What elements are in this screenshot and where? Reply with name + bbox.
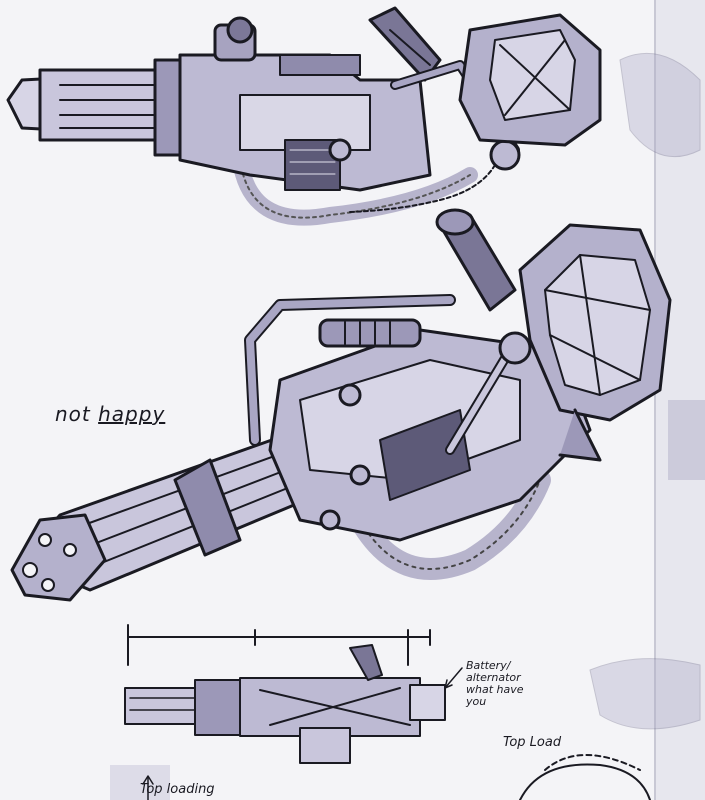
- minigun-scale-sketch: [124, 624, 651, 800]
- handwritten-note-top-loading: Top loading: [140, 782, 215, 797]
- handwritten-note-top-load: Top Load: [503, 735, 562, 750]
- note-happy: happy: [98, 402, 166, 426]
- bleed-through-sketches: [110, 52, 705, 800]
- minigun-side-view-sketch: [6, 6, 602, 226]
- handwritten-note-not-happy: not happy: [55, 402, 165, 426]
- note-not: not: [55, 402, 99, 426]
- page-edge-strip: [655, 0, 705, 800]
- minigun-three-quarter-view-sketch: [10, 208, 672, 602]
- handwritten-note-battery: Battery/ alternator what have you: [466, 659, 524, 708]
